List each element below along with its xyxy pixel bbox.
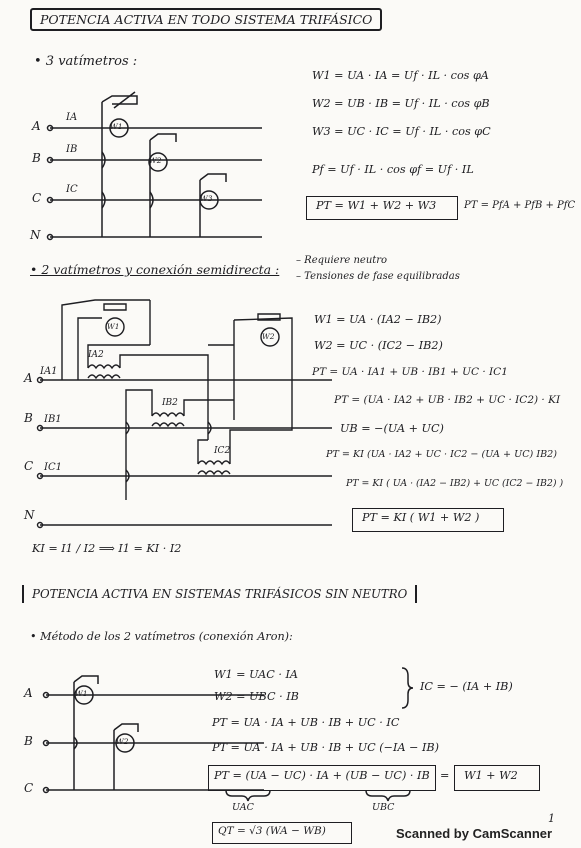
- s3-reactive-eq: QT = √3 (WA − WB): [218, 825, 326, 837]
- s1-eq-2: W2 = UB · IB = Uf · IL · cos φB: [312, 97, 490, 110]
- section1-bullet: • 3 vatímetros :: [34, 54, 138, 69]
- s2-eq-1: W1 = UA · (IA2 − IB2): [314, 313, 442, 326]
- s2-note-1: – Requiere neutro: [296, 255, 388, 266]
- s2-meter-w2: W2: [262, 332, 275, 341]
- s1-meter-w1: W1: [110, 122, 123, 131]
- s1-eq-1: W1 = UA · IA = Uf · IL · cos φA: [312, 69, 489, 82]
- section3-bullet: • Método de los 2 vatímetros (conexión A…: [30, 630, 293, 643]
- s2-eq-6: PT = KI (UA · IA2 + UC · IC2 − (UA + UC)…: [326, 449, 558, 460]
- s3-boxed-eq-right-text: W1 + W2: [464, 769, 518, 782]
- s2-eq-4: PT = (UA · IA2 + UB · IB2 + UC · IC2) · …: [334, 394, 561, 406]
- s3-boxed-eq-left: [208, 765, 436, 791]
- s3-equals: =: [440, 769, 450, 782]
- s2-eq-2: W2 = UC · (IC2 − IB2): [314, 339, 443, 352]
- s2-current-b1: IB1: [44, 414, 62, 425]
- s1-meter-w3: W3: [200, 194, 213, 203]
- section2-bullet: • 2 vatímetros y conexión semidirecta :: [30, 262, 280, 277]
- s1-phase-c: C: [32, 191, 42, 205]
- s3-brace-eq: IC = − (IA + IB): [420, 680, 513, 693]
- s2-current-c1: IC1: [44, 462, 62, 473]
- s3-eq-1: W1 = UAC · IA: [214, 668, 298, 681]
- s2-meter-w1: W1: [107, 322, 120, 331]
- s2-phase-c: C: [24, 459, 34, 473]
- scanner-watermark: Scanned by CamScanner: [396, 826, 553, 841]
- s1-current-b: IB: [66, 144, 78, 155]
- s2-current-a2: IA2: [88, 350, 104, 360]
- s1-phase-a: A: [32, 119, 41, 133]
- s2-ratio-eq: KI = I1 / I2 ⟹ I1 = KI · I2: [32, 542, 182, 555]
- s3-eq-3: PT = UA · IA + UB · IB + UC · IC: [212, 716, 400, 729]
- s1-boxed-eq-text: PT = W1 + W2 + W3: [316, 199, 437, 212]
- s2-phase-b: B: [24, 411, 33, 425]
- s1-eq-4: Pf = Uf · IL · cos φf = Uf · IL: [312, 163, 474, 176]
- s3-meter-w1: W1: [75, 689, 88, 698]
- s3-underbrace-ubc: UBC: [372, 802, 395, 813]
- s1-current-a: IA: [66, 112, 78, 123]
- section1-title: POTENCIA ACTIVA EN TODO SISTEMA TRIFÁSIC…: [30, 8, 383, 31]
- s1-meter-w2: W2: [149, 156, 162, 165]
- s2-boxed-eq: [352, 508, 504, 532]
- s1-side-eq: PT = PfA + PfB + PfC: [464, 200, 576, 211]
- s3-phase-b: B: [24, 734, 33, 748]
- section3-title: POTENCIA ACTIVA EN SISTEMAS TRIFÁSICOS S…: [22, 585, 418, 603]
- s2-current-c2: IC2: [214, 446, 231, 456]
- s2-eq-7: PT = KI ( UA · (IA2 − IB2) + UC (IC2 − I…: [346, 478, 564, 489]
- s2-eq-3: PT = UA · IA1 + UB · IB1 + UC · IC1: [312, 366, 508, 378]
- s1-phase-n: N: [30, 228, 41, 242]
- s1-eq-3: W3 = UC · IC = Uf · IL · cos φC: [312, 125, 491, 138]
- s2-eq-5: UB = −(UA + UC): [340, 422, 444, 435]
- s3-phase-a: A: [24, 686, 33, 700]
- s3-boxed-eq-left-text: PT = (UA − UC) · IA + (UB − UC) · IB: [214, 769, 430, 782]
- s3-eq-4: PT = UA · IA + UB · IB + UC (−IA − IB): [212, 741, 440, 754]
- s3-eq-2: W2 = UBC · IB: [214, 690, 299, 703]
- s2-current-b2: IB2: [162, 398, 178, 408]
- s3-meter-w2: W2: [116, 737, 129, 746]
- s1-phase-b: B: [32, 151, 41, 165]
- s2-phase-a: A: [24, 371, 33, 385]
- s2-note-2: – Tensiones de fase equilibradas: [296, 271, 460, 282]
- s2-current-a1: IA1: [40, 366, 58, 377]
- s3-phase-c: C: [24, 781, 34, 795]
- s2-phase-n: N: [24, 508, 35, 522]
- s1-boxed-eq: [306, 196, 458, 220]
- s3-boxed-eq-right: [454, 765, 540, 791]
- s1-current-c: IC: [66, 184, 78, 195]
- page-number: 1: [548, 812, 555, 825]
- s3-underbrace-uac: UAC: [232, 802, 254, 813]
- s3-reactive-box: [212, 822, 352, 844]
- s2-boxed-eq-text: PT = KI ( W1 + W2 ): [362, 511, 480, 524]
